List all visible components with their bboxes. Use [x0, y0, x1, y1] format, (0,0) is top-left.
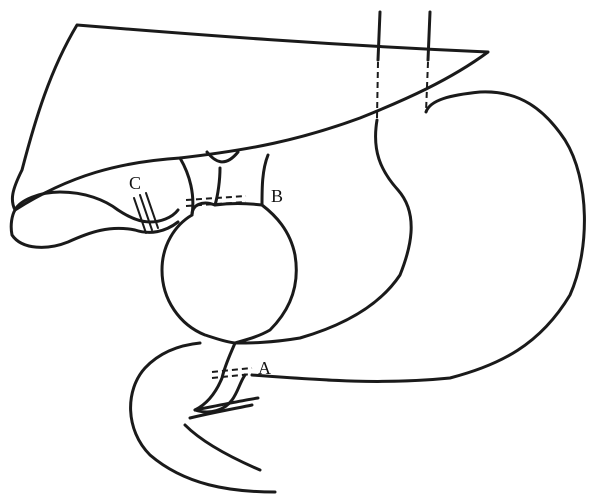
liver [12, 25, 488, 210]
duct-bulb [162, 152, 296, 343]
label-b: B [271, 186, 283, 206]
label-c: C [129, 173, 141, 193]
esophagus [377, 12, 430, 118]
intestine-loop [131, 343, 275, 492]
duct-loop [11, 192, 178, 247]
label-a: A [258, 358, 271, 378]
